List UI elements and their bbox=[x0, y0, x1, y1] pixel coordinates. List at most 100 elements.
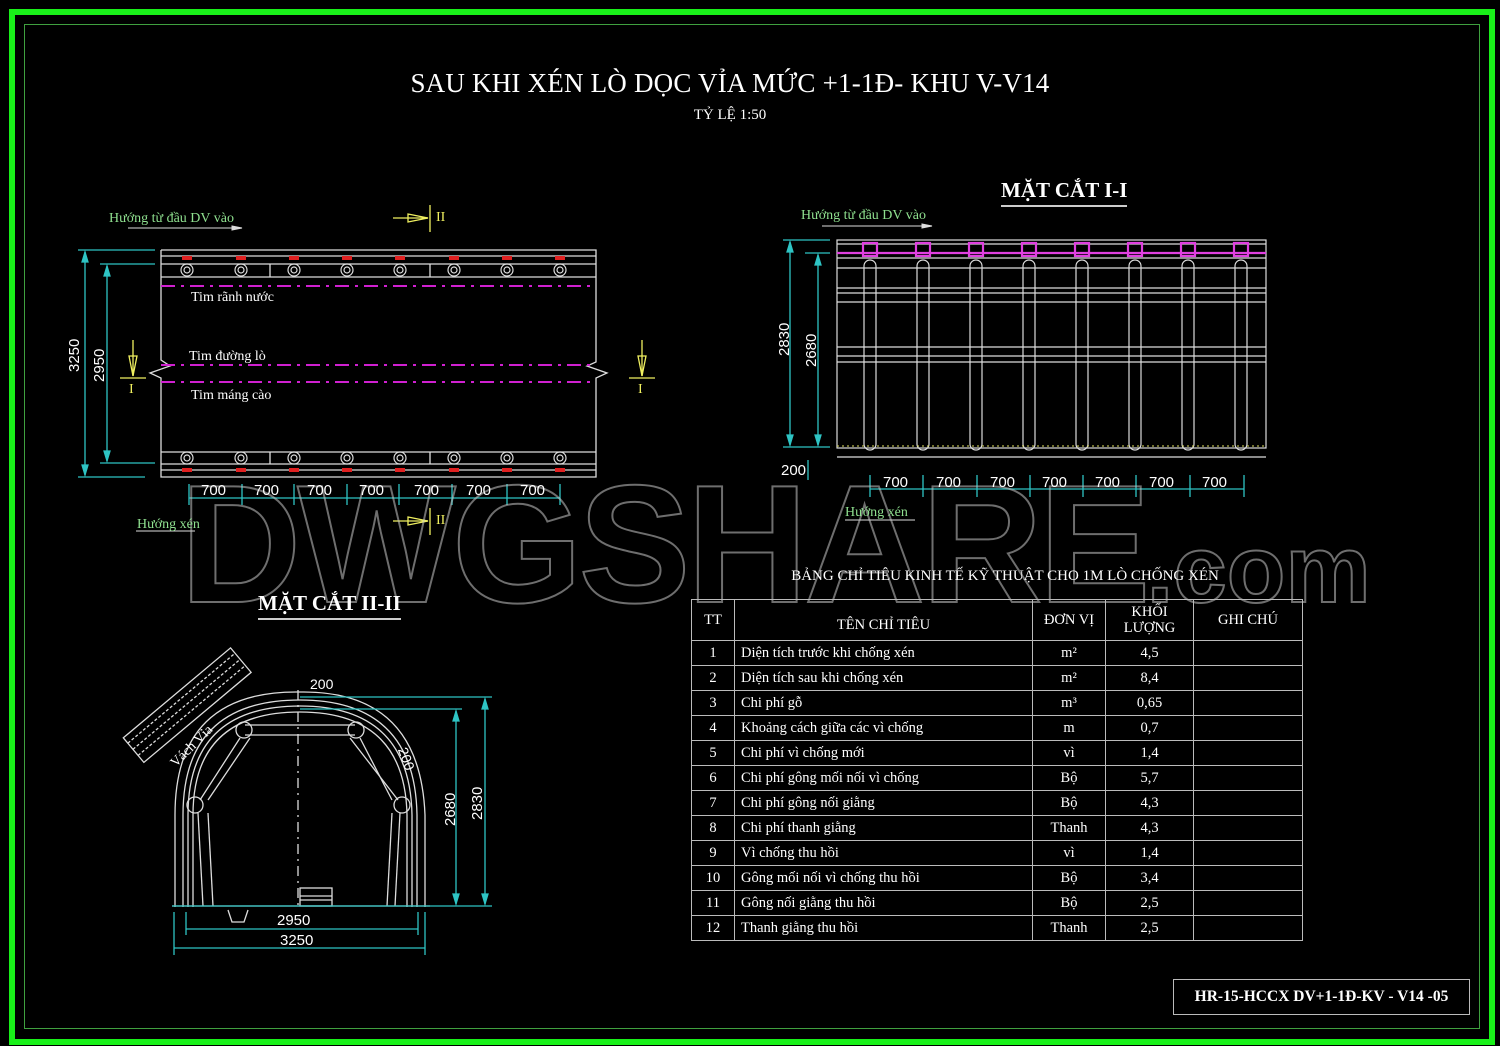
plan-spacing: 700 bbox=[201, 482, 227, 499]
plan-spacing: 700 bbox=[307, 482, 333, 499]
section-I-dimensions bbox=[783, 239, 1245, 497]
row-note bbox=[1193, 715, 1303, 741]
row-quantity: 4,3 bbox=[1105, 790, 1194, 816]
plan-dim-outer: 3250 bbox=[66, 338, 83, 372]
row-quantity: 0,7 bbox=[1105, 715, 1194, 741]
plan-section-I-right: I bbox=[638, 382, 643, 397]
row-name: Khoảng cách giữa các vì chống bbox=[734, 715, 1033, 741]
section-II-drawing bbox=[122, 646, 430, 923]
row-number: 10 bbox=[691, 865, 735, 891]
plan-view-supports bbox=[180, 256, 567, 472]
section-I-dim-base: 200 bbox=[781, 462, 807, 479]
section-II-dim-height-outer: 2830 bbox=[469, 786, 486, 820]
section-II-title: MẶT CẮT II-II bbox=[258, 591, 401, 620]
section-I-spacing: 700 bbox=[1149, 474, 1175, 491]
row-number: 5 bbox=[691, 740, 735, 766]
row-unit: m³ bbox=[1032, 690, 1106, 716]
row-number: 6 bbox=[691, 765, 735, 791]
plan-spacing: 700 bbox=[520, 482, 546, 499]
drawing-scale: TỶ LỆ 1:50 bbox=[693, 107, 767, 123]
plan-spacing: 700 bbox=[466, 482, 492, 499]
row-number: 12 bbox=[691, 915, 735, 941]
row-quantity: 3,4 bbox=[1105, 865, 1194, 891]
section-I-spacing: 700 bbox=[936, 474, 962, 491]
row-note bbox=[1193, 665, 1303, 691]
plan-direction-in-label: Hướng từ đầu DV vào bbox=[109, 211, 234, 226]
row-unit: vì bbox=[1032, 840, 1106, 866]
header-unit: ĐƠN VỊ bbox=[1032, 599, 1106, 641]
row-unit: m² bbox=[1032, 640, 1106, 666]
section-II-dimensions bbox=[172, 696, 492, 955]
row-number: 7 bbox=[691, 790, 735, 816]
row-note bbox=[1193, 690, 1303, 716]
row-quantity: 2,5 bbox=[1105, 890, 1194, 916]
row-name: Chi phí gông nối giằng bbox=[734, 790, 1033, 816]
section-I-dim-inner: 2680 bbox=[803, 333, 820, 367]
row-unit: Thanh bbox=[1032, 815, 1106, 841]
header-tt: TT bbox=[691, 599, 735, 641]
row-note bbox=[1193, 840, 1303, 866]
section-I-spacing: 700 bbox=[1042, 474, 1068, 491]
row-number: 9 bbox=[691, 840, 735, 866]
plan-spacing: 700 bbox=[254, 482, 280, 499]
row-unit: m bbox=[1032, 715, 1106, 741]
row-quantity: 4,3 bbox=[1105, 815, 1194, 841]
row-name: Gông nối giằng thu hồi bbox=[734, 890, 1033, 916]
section-I-direction-cut: Hướng xén bbox=[845, 505, 908, 520]
row-quantity: 5,7 bbox=[1105, 765, 1194, 791]
row-note bbox=[1193, 815, 1303, 841]
row-name: Chi phí gông mối nối vì chống bbox=[734, 765, 1033, 791]
section-I-drawing bbox=[836, 239, 1267, 458]
plan-spacing: 700 bbox=[359, 482, 385, 499]
section-I-spacing: 700 bbox=[1202, 474, 1228, 491]
section-I-dim-outer: 2830 bbox=[776, 322, 793, 356]
label-drain-centerline: Tim rãnh nước bbox=[191, 290, 274, 305]
row-unit: Bộ bbox=[1032, 865, 1106, 891]
plan-section-I-left: I bbox=[129, 382, 134, 397]
section-II-dim-width-outer: 3250 bbox=[280, 932, 314, 949]
header-note: GHI CHÚ bbox=[1193, 599, 1303, 641]
section-I-spacing: 700 bbox=[990, 474, 1016, 491]
plan-section-II-top: II bbox=[436, 210, 446, 225]
row-name: Chi phí gỗ bbox=[734, 690, 1033, 716]
row-number: 11 bbox=[691, 890, 735, 916]
drawing-frame-inner bbox=[24, 24, 1480, 1029]
row-name: Vì chống thu hồi bbox=[734, 840, 1033, 866]
section-I-posts bbox=[863, 259, 1248, 451]
row-number: 1 bbox=[691, 640, 735, 666]
row-quantity: 4,5 bbox=[1105, 640, 1194, 666]
plan-direction-cut-label: Hướng xén bbox=[137, 517, 200, 532]
plan-section-II-bottom: II bbox=[436, 513, 446, 528]
row-unit: Bộ bbox=[1032, 765, 1106, 791]
section-II-dim-top: 200 bbox=[310, 676, 334, 692]
row-name: Gông mối nối vì chống thu hồi bbox=[734, 865, 1033, 891]
plan-spacing: 700 bbox=[414, 482, 440, 499]
label-conveyor-centerline: Tim máng cào bbox=[191, 388, 272, 403]
row-quantity: 1,4 bbox=[1105, 840, 1194, 866]
row-number: 4 bbox=[691, 715, 735, 741]
row-number: 3 bbox=[691, 690, 735, 716]
section-I-title: MẶT CẮT I-I bbox=[1001, 178, 1128, 207]
row-number: 8 bbox=[691, 815, 735, 841]
row-note bbox=[1193, 915, 1303, 941]
drawing-frame-outer bbox=[9, 9, 1495, 1045]
row-name: Diện tích trước khi chống xén bbox=[734, 640, 1033, 666]
row-note bbox=[1193, 790, 1303, 816]
row-quantity: 1,4 bbox=[1105, 740, 1194, 766]
row-unit: m² bbox=[1032, 665, 1106, 691]
plan-view-drawing bbox=[148, 249, 609, 478]
row-name: Chi phí vì chống mới bbox=[734, 740, 1033, 766]
section-I-spacing: 700 bbox=[1095, 474, 1121, 491]
section-I-magenta-beam bbox=[837, 241, 1266, 258]
